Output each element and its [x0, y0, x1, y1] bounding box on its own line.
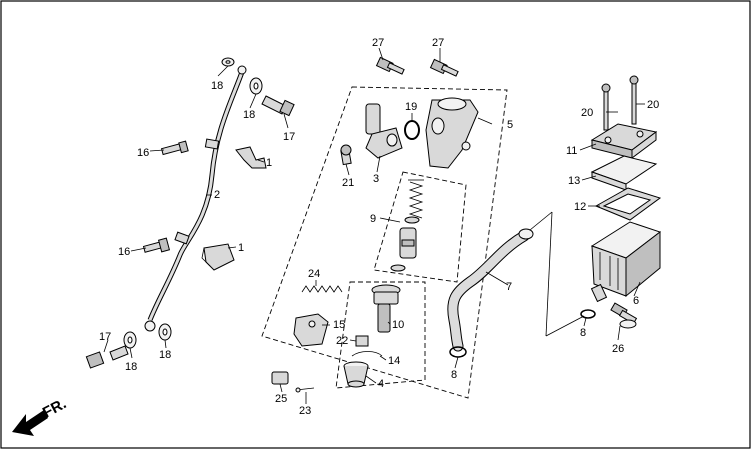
leader-lines — [103, 47, 645, 404]
hose-clamp-upper — [235, 146, 267, 169]
screws-20 — [601, 75, 639, 131]
master-cylinder-body — [425, 97, 479, 169]
hose-clip-8-right — [580, 309, 596, 319]
pin-23 — [295, 387, 315, 393]
callout-13: 13 — [568, 175, 580, 187]
callout-25: 25 — [275, 393, 287, 405]
hose-clamp-lower — [201, 243, 235, 271]
callout-20-right: 20 — [647, 99, 659, 111]
callout-1-upper: 1 — [266, 157, 272, 169]
bolt-26 — [610, 302, 638, 329]
banjo-bolt-upper — [261, 95, 295, 117]
callout-9: 9 — [370, 213, 376, 225]
callout-7: 7 — [506, 281, 512, 293]
bolt-16-lower — [142, 237, 171, 253]
brake-hose — [144, 65, 247, 332]
washers-18 — [123, 57, 263, 349]
callout-16-upper: 16 — [137, 147, 149, 159]
callout-26: 26 — [612, 343, 624, 355]
reservoir-cap-11 — [590, 123, 658, 159]
callout-20-left: 20 — [581, 107, 593, 119]
banjo-bolt-lower — [85, 345, 129, 369]
diaphragm-plate-13 — [590, 155, 658, 191]
callout-12: 12 — [574, 201, 586, 213]
callout-3: 3 — [373, 173, 379, 185]
callout-19: 19 — [405, 101, 417, 113]
callout-14: 14 — [388, 355, 400, 367]
callout-6: 6 — [633, 295, 639, 307]
push-rod-10 — [371, 284, 401, 333]
piston-kit — [390, 179, 424, 272]
callout-18-top-right: 18 — [243, 109, 255, 121]
callout-17-upper: 17 — [283, 131, 295, 143]
callout-18-bottom-left: 18 — [125, 361, 137, 373]
callout-27-right: 27 — [432, 37, 444, 49]
callout-8-right: 8 — [580, 327, 586, 339]
reservoir-hose-7 — [447, 228, 534, 352]
boot-4 — [343, 361, 369, 388]
callout-16-lower: 16 — [118, 246, 130, 258]
master-cylinder-group-outline — [261, 86, 508, 399]
hose-joint-3 — [365, 103, 403, 159]
callout-15: 15 — [333, 319, 345, 331]
seal-25 — [271, 371, 289, 385]
callout-21: 21 — [342, 177, 354, 189]
callout-labels: 27 27 18 18 17 16 1 2 16 1 17 18 18 19 5… — [99, 37, 659, 417]
clevis-15 — [293, 313, 329, 347]
front-arrow-icon — [12, 410, 48, 436]
callout-4: 4 — [378, 378, 384, 390]
callout-17-lower: 17 — [99, 331, 111, 343]
callout-24: 24 — [308, 268, 320, 280]
nut-22 — [355, 335, 369, 347]
o-ring-19 — [404, 120, 420, 140]
callout-1-lower: 1 — [238, 242, 244, 254]
bolt-16-upper — [160, 140, 189, 156]
screw-21 — [340, 144, 352, 166]
callout-18-top-left: 18 — [211, 80, 223, 92]
callout-11: 11 — [566, 145, 577, 157]
diaphragm-12 — [594, 187, 662, 221]
callout-5: 5 — [507, 119, 513, 131]
bolts-27 — [375, 56, 459, 77]
push-rod-group-outline — [335, 281, 426, 389]
front-direction-indicator: FR. — [12, 395, 69, 436]
callout-10: 10 — [392, 319, 404, 331]
callout-8-left: 8 — [451, 369, 457, 381]
callout-18-bottom-right: 18 — [159, 349, 171, 361]
callout-2: 2 — [214, 189, 220, 201]
callout-27-left: 27 — [372, 37, 384, 49]
callout-22: 22 — [336, 335, 348, 347]
reservoir-tank-6 — [590, 221, 662, 303]
callout-23: 23 — [299, 405, 311, 417]
circlip-14 — [351, 351, 383, 357]
piston-kit-group-outline — [373, 171, 467, 283]
spring-24 — [301, 285, 343, 293]
